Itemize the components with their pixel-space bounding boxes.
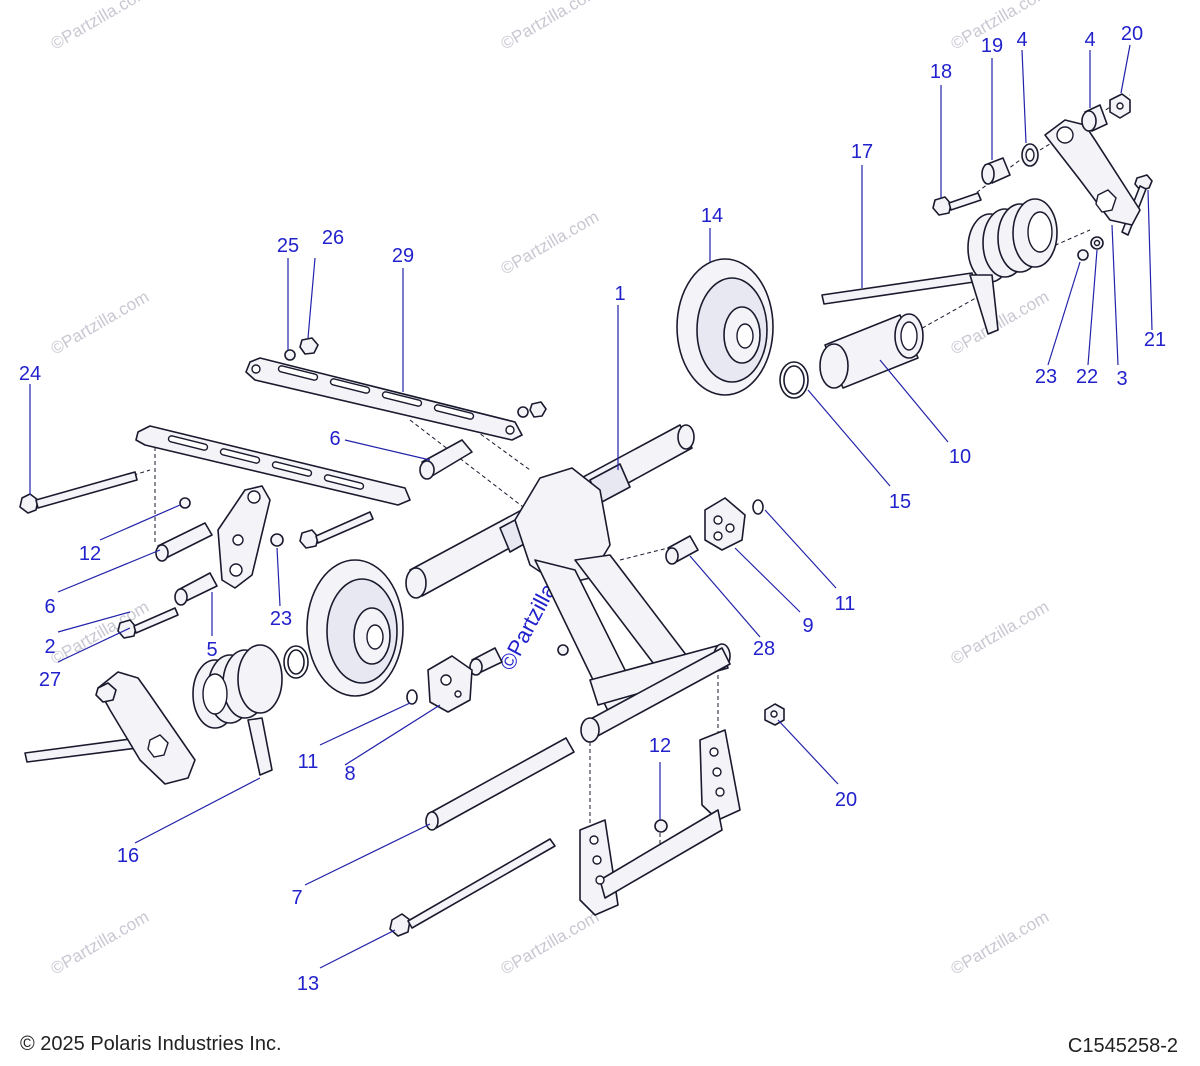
callout-13[interactable]: 13 [297, 973, 319, 995]
callout-5[interactable]: 5 [206, 639, 217, 661]
watermark: ©Partzilla.com [948, 907, 1053, 978]
callout-2[interactable]: 2 [44, 636, 55, 658]
cam-block-9 [704, 497, 746, 551]
spacers [155, 439, 699, 676]
callout-9[interactable]: 9 [802, 615, 813, 637]
long-rod-13 [389, 838, 556, 937]
callout-3[interactable]: 3 [1116, 368, 1127, 390]
callout-18[interactable]: 18 [930, 61, 952, 83]
watermark: ©Partzilla.com [48, 0, 153, 53]
center-arm [514, 467, 731, 716]
bushing-10 [819, 313, 924, 389]
spring-arm-right [1044, 119, 1141, 226]
callout-11[interactable]: 11 [298, 751, 319, 773]
nut-20-lower [764, 703, 785, 726]
callout-25[interactable]: 25 [277, 235, 299, 257]
callout-4[interactable]: 4 [1084, 29, 1095, 51]
torsion-spring-left [24, 644, 283, 776]
callout-12[interactable]: 12 [79, 543, 101, 565]
axle-7 [425, 647, 731, 831]
callout-12[interactable]: 12 [649, 735, 671, 757]
watermark: ©Partzilla.com [948, 287, 1053, 358]
watermark: ©Partzilla.com [48, 907, 153, 978]
callout-23[interactable]: 23 [270, 608, 292, 630]
callout-7[interactable]: 7 [291, 887, 302, 909]
callout-1[interactable]: 1 [614, 283, 625, 305]
snap-rings [283, 361, 809, 705]
long-bolt-24 [19, 471, 138, 514]
callout-21[interactable]: 21 [1144, 329, 1166, 351]
cam-block-8 [427, 655, 473, 713]
callout-6[interactable]: 6 [44, 596, 55, 618]
callout-6[interactable]: 6 [329, 428, 340, 450]
callout-10[interactable]: 10 [949, 446, 971, 468]
callout-28[interactable]: 28 [753, 638, 775, 660]
callout-14[interactable]: 14 [701, 205, 723, 227]
callout-27[interactable]: 27 [39, 669, 61, 691]
small-hardware [179, 236, 1104, 833]
idler-wheel-14 [676, 258, 774, 396]
callout-17[interactable]: 17 [851, 141, 873, 163]
callout-15[interactable]: 15 [889, 491, 911, 513]
callout-16[interactable]: 16 [117, 845, 139, 867]
watermark: ©Partzilla.com [948, 597, 1053, 668]
diagram-code: C1545258-2 [1067, 1035, 1178, 1057]
copyright-text: © 2025 Polaris Industries Inc. [20, 1033, 282, 1055]
callout-8[interactable]: 8 [344, 763, 355, 785]
watermark: ©Partzilla.com [498, 907, 603, 978]
watermark: ©Partzilla.com [498, 0, 603, 53]
callout-19[interactable]: 19 [981, 35, 1003, 57]
idler-wheel-left [306, 559, 404, 697]
spring-arm-left [95, 671, 196, 785]
right-upper-hardware [981, 93, 1131, 185]
left-link-bracket [217, 485, 271, 589]
callout-20[interactable]: 20 [1121, 23, 1143, 45]
callout-29[interactable]: 29 [392, 245, 414, 267]
callout-22[interactable]: 22 [1076, 366, 1098, 388]
callouts: 1 2 3 4 4 5 6 6 7 8 9 10 11 11 12 12 13 … [19, 23, 1166, 995]
watermark: ©Partzilla.com [48, 287, 153, 358]
lower-rail-bracket [579, 729, 741, 916]
callout-4[interactable]: 4 [1016, 29, 1027, 51]
callout-23[interactable]: 23 [1035, 366, 1057, 388]
watermark: ©Partzilla.com [498, 207, 603, 278]
callout-24[interactable]: 24 [19, 363, 41, 385]
callout-20[interactable]: 20 [835, 789, 857, 811]
torsion-spring-right [821, 198, 1058, 335]
leader-lines [29, 44, 1153, 969]
callout-11[interactable]: 11 [835, 593, 856, 615]
lower-bracket-bar [135, 425, 411, 506]
callout-26[interactable]: 26 [322, 227, 344, 249]
upper-bracket-bar [245, 357, 523, 441]
